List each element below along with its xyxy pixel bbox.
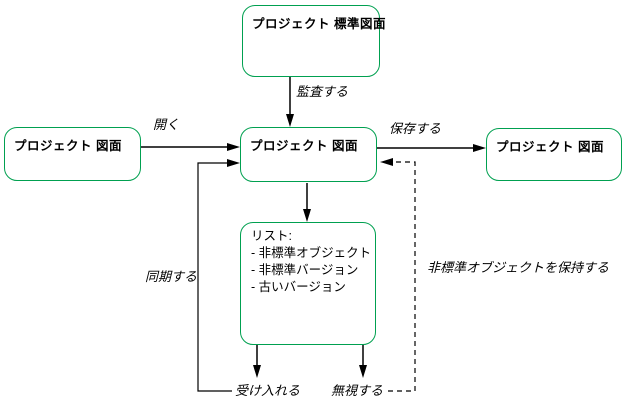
open-arrow: [141, 143, 240, 151]
center-to-list-arrow: [303, 183, 311, 222]
ignore-arrow: [359, 345, 367, 378]
node-project-standard-drawing: プロジェクト 標準図面: [242, 5, 386, 77]
list-item: - 非標準オブジェクト: [251, 246, 372, 260]
save-arrow: [377, 144, 486, 152]
node-project-drawing-saved-label: プロジェクト 図面: [496, 140, 604, 154]
node-project-drawing-source: プロジェクト 図面: [4, 127, 141, 181]
list-item: - 古いバージョン: [251, 280, 346, 294]
edge-label-save: 保存する: [389, 121, 442, 136]
audit-arrow: [286, 77, 294, 127]
node-project-drawing-saved: プロジェクト 図面: [486, 128, 622, 181]
edge-label-accept: 受け入れる: [235, 383, 301, 398]
node-project-drawing-working-label: プロジェクト 図面: [250, 139, 358, 153]
keep-nonstandard-feedback-arrow: [380, 158, 416, 392]
node-project-drawing-working: プロジェクト 図面: [240, 127, 377, 182]
edge-label-sync: 同期する: [145, 269, 198, 284]
node-project-drawing-source-label: プロジェクト 図面: [14, 139, 122, 153]
edge-label-keep-nonstandard: 非標準オブジェクトを保持する: [427, 260, 610, 275]
node-project-standard-drawing-label: プロジェクト 標準図面: [252, 17, 386, 31]
edge-label-audit: 監査する: [296, 84, 349, 99]
nonstandard-list-text: リスト: - 非標準オブジェクト - 非標準バージョン - 古いバージョン: [241, 223, 375, 296]
sync-feedback-arrow: [197, 159, 240, 392]
list-title: リスト:: [251, 229, 292, 243]
list-item: - 非標準バージョン: [251, 263, 359, 277]
node-nonstandard-list: リスト: - 非標準オブジェクト - 非標準バージョン - 古いバージョン: [240, 222, 376, 345]
accept-arrow: [253, 345, 261, 378]
edge-label-ignore: 無視する: [331, 383, 384, 398]
edge-label-open: 開く: [153, 117, 180, 132]
